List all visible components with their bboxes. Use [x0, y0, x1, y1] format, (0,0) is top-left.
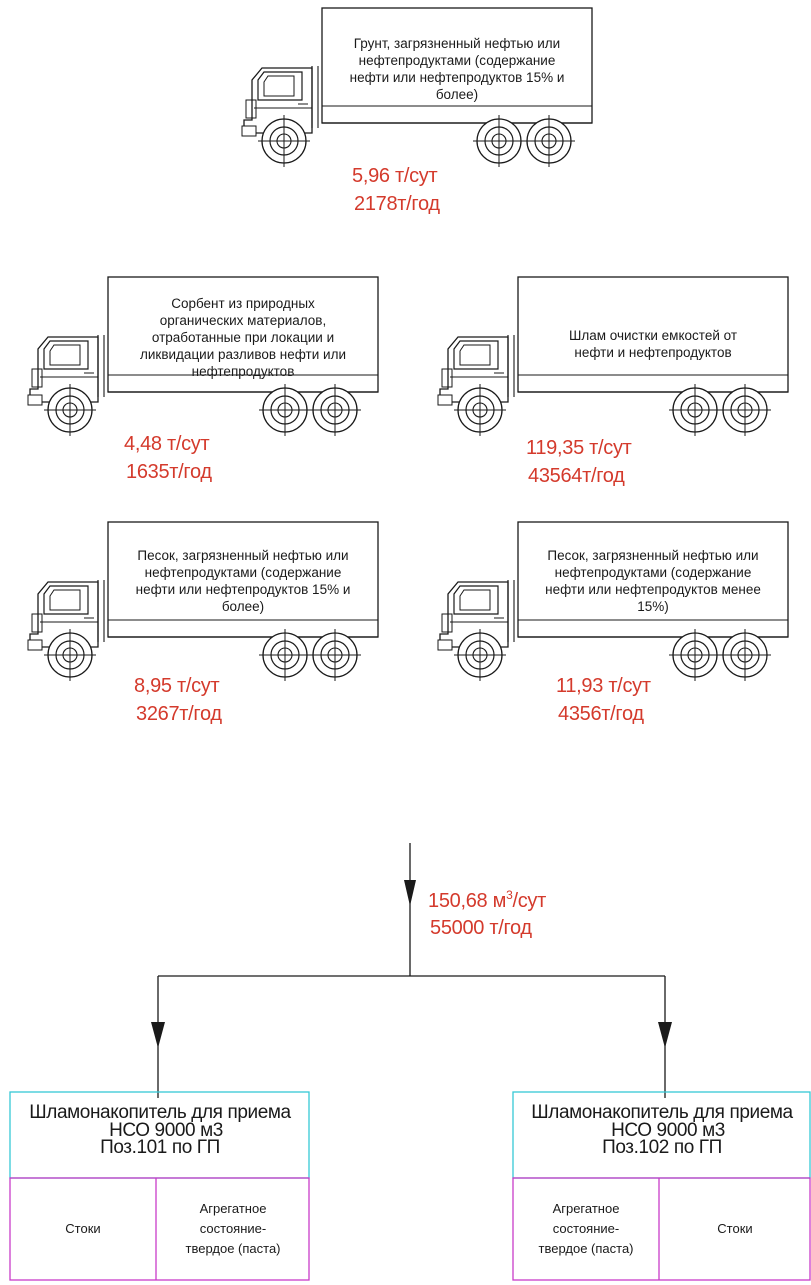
truck-rate-day: 5,96 т/сут [352, 165, 437, 187]
truck-cargo-line: Песок, загрязненный нефтью или [137, 548, 348, 563]
truck-cargo-line: нефтепродуктами (содержание [359, 53, 556, 68]
truck-cargo-line: Сорбент из природных [171, 296, 315, 311]
flow-rate-year: 55000 т/год [430, 917, 532, 939]
truck-cargo-line: нефтепродуктами (содержание [145, 565, 342, 580]
truck-rate-year: 43564т/год [528, 465, 625, 487]
storage-position: Поз.102 по ГП [602, 1137, 722, 1158]
truck-rate-day: 119,35 т/сут [526, 437, 632, 459]
storage-position: Поз.101 по ГП [100, 1137, 220, 1158]
truck-4: Песок, загрязненный нефтью или нефтепроду… [28, 522, 378, 725]
truck-cargo-line: более) [436, 87, 478, 102]
storage-cell-text: Агрегатное [553, 1201, 620, 1216]
storage-cell-text: состояние- [200, 1221, 266, 1236]
truck-3: Шлам очистки емкостей от нефти и нефтепро… [438, 277, 788, 487]
truck-rate-day: 4,48 т/сут [124, 433, 209, 455]
truck-cargo-line: нефтепродуктов [192, 364, 295, 379]
truck-icon [242, 8, 592, 167]
truck-rate-year: 1635т/год [126, 461, 212, 483]
storage-cell-text: Стоки [717, 1221, 752, 1236]
truck-5: Песок, загрязненный нефтью или нефтепроду… [438, 522, 788, 725]
truck-cargo-line: органических материалов, [160, 313, 326, 328]
storage-title: Шламонакопитель для приема [531, 1102, 793, 1123]
storage-volume: НСО 9000 м3 [611, 1120, 725, 1141]
flow-arrow: 150,68 м3/сут 55000 т/год [151, 843, 672, 1098]
truck-cargo-line: нефти или нефтепродуктов 15% и [350, 70, 565, 85]
truck-cargo-line: 15%) [637, 599, 669, 614]
truck-cargo-line: нефти или нефтепродуктов 15% и [136, 582, 351, 597]
truck-icon [28, 522, 378, 681]
truck-icon [438, 522, 788, 681]
truck-1: Грунт, загрязненный нефтью или нефтепроду… [242, 8, 592, 215]
truck-rate-day: 11,93 т/сут [556, 675, 651, 697]
truck-cargo-line: более) [222, 599, 264, 614]
truck-cargo-line: нефтепродуктами (содержание [555, 565, 752, 580]
flow-rate-day: 150,68 м3/сут [428, 888, 546, 912]
truck-rate-year: 3267т/год [136, 703, 222, 725]
truck-rate-year: 2178т/год [354, 193, 440, 215]
storage-cell-text: состояние- [553, 1221, 619, 1236]
storage-cell-text: Стоки [65, 1221, 100, 1236]
truck-cargo-line: отработанные при локации и [152, 330, 334, 345]
storage-cell-text: твердое (паста) [186, 1241, 281, 1256]
truck-cargo-line: нефти и нефтепродуктов [574, 345, 731, 360]
truck-rate-day: 8,95 т/сут [134, 675, 219, 697]
storage-cell-text: Агрегатное [200, 1201, 267, 1216]
truck-rate-year: 4356т/год [558, 703, 644, 725]
truck-2: Сорбент из природных органических материа… [28, 277, 378, 483]
truck-cargo-line: ликвидации разливов нефти или [140, 347, 346, 362]
truck-cargo-line: нефти или нефтепродуктов менее [545, 582, 761, 597]
storage-volume: НСО 9000 м3 [109, 1120, 223, 1141]
truck-cargo-line: Песок, загрязненный нефтью или [547, 548, 758, 563]
storage-title: Шламонакопитель для приема [29, 1102, 291, 1123]
storage-cell-text: твердое (паста) [539, 1241, 634, 1256]
truck-cargo-line: Грунт, загрязненный нефтью или [354, 36, 560, 51]
truck-cargo-line: Шлам очистки емкостей от [569, 328, 737, 343]
